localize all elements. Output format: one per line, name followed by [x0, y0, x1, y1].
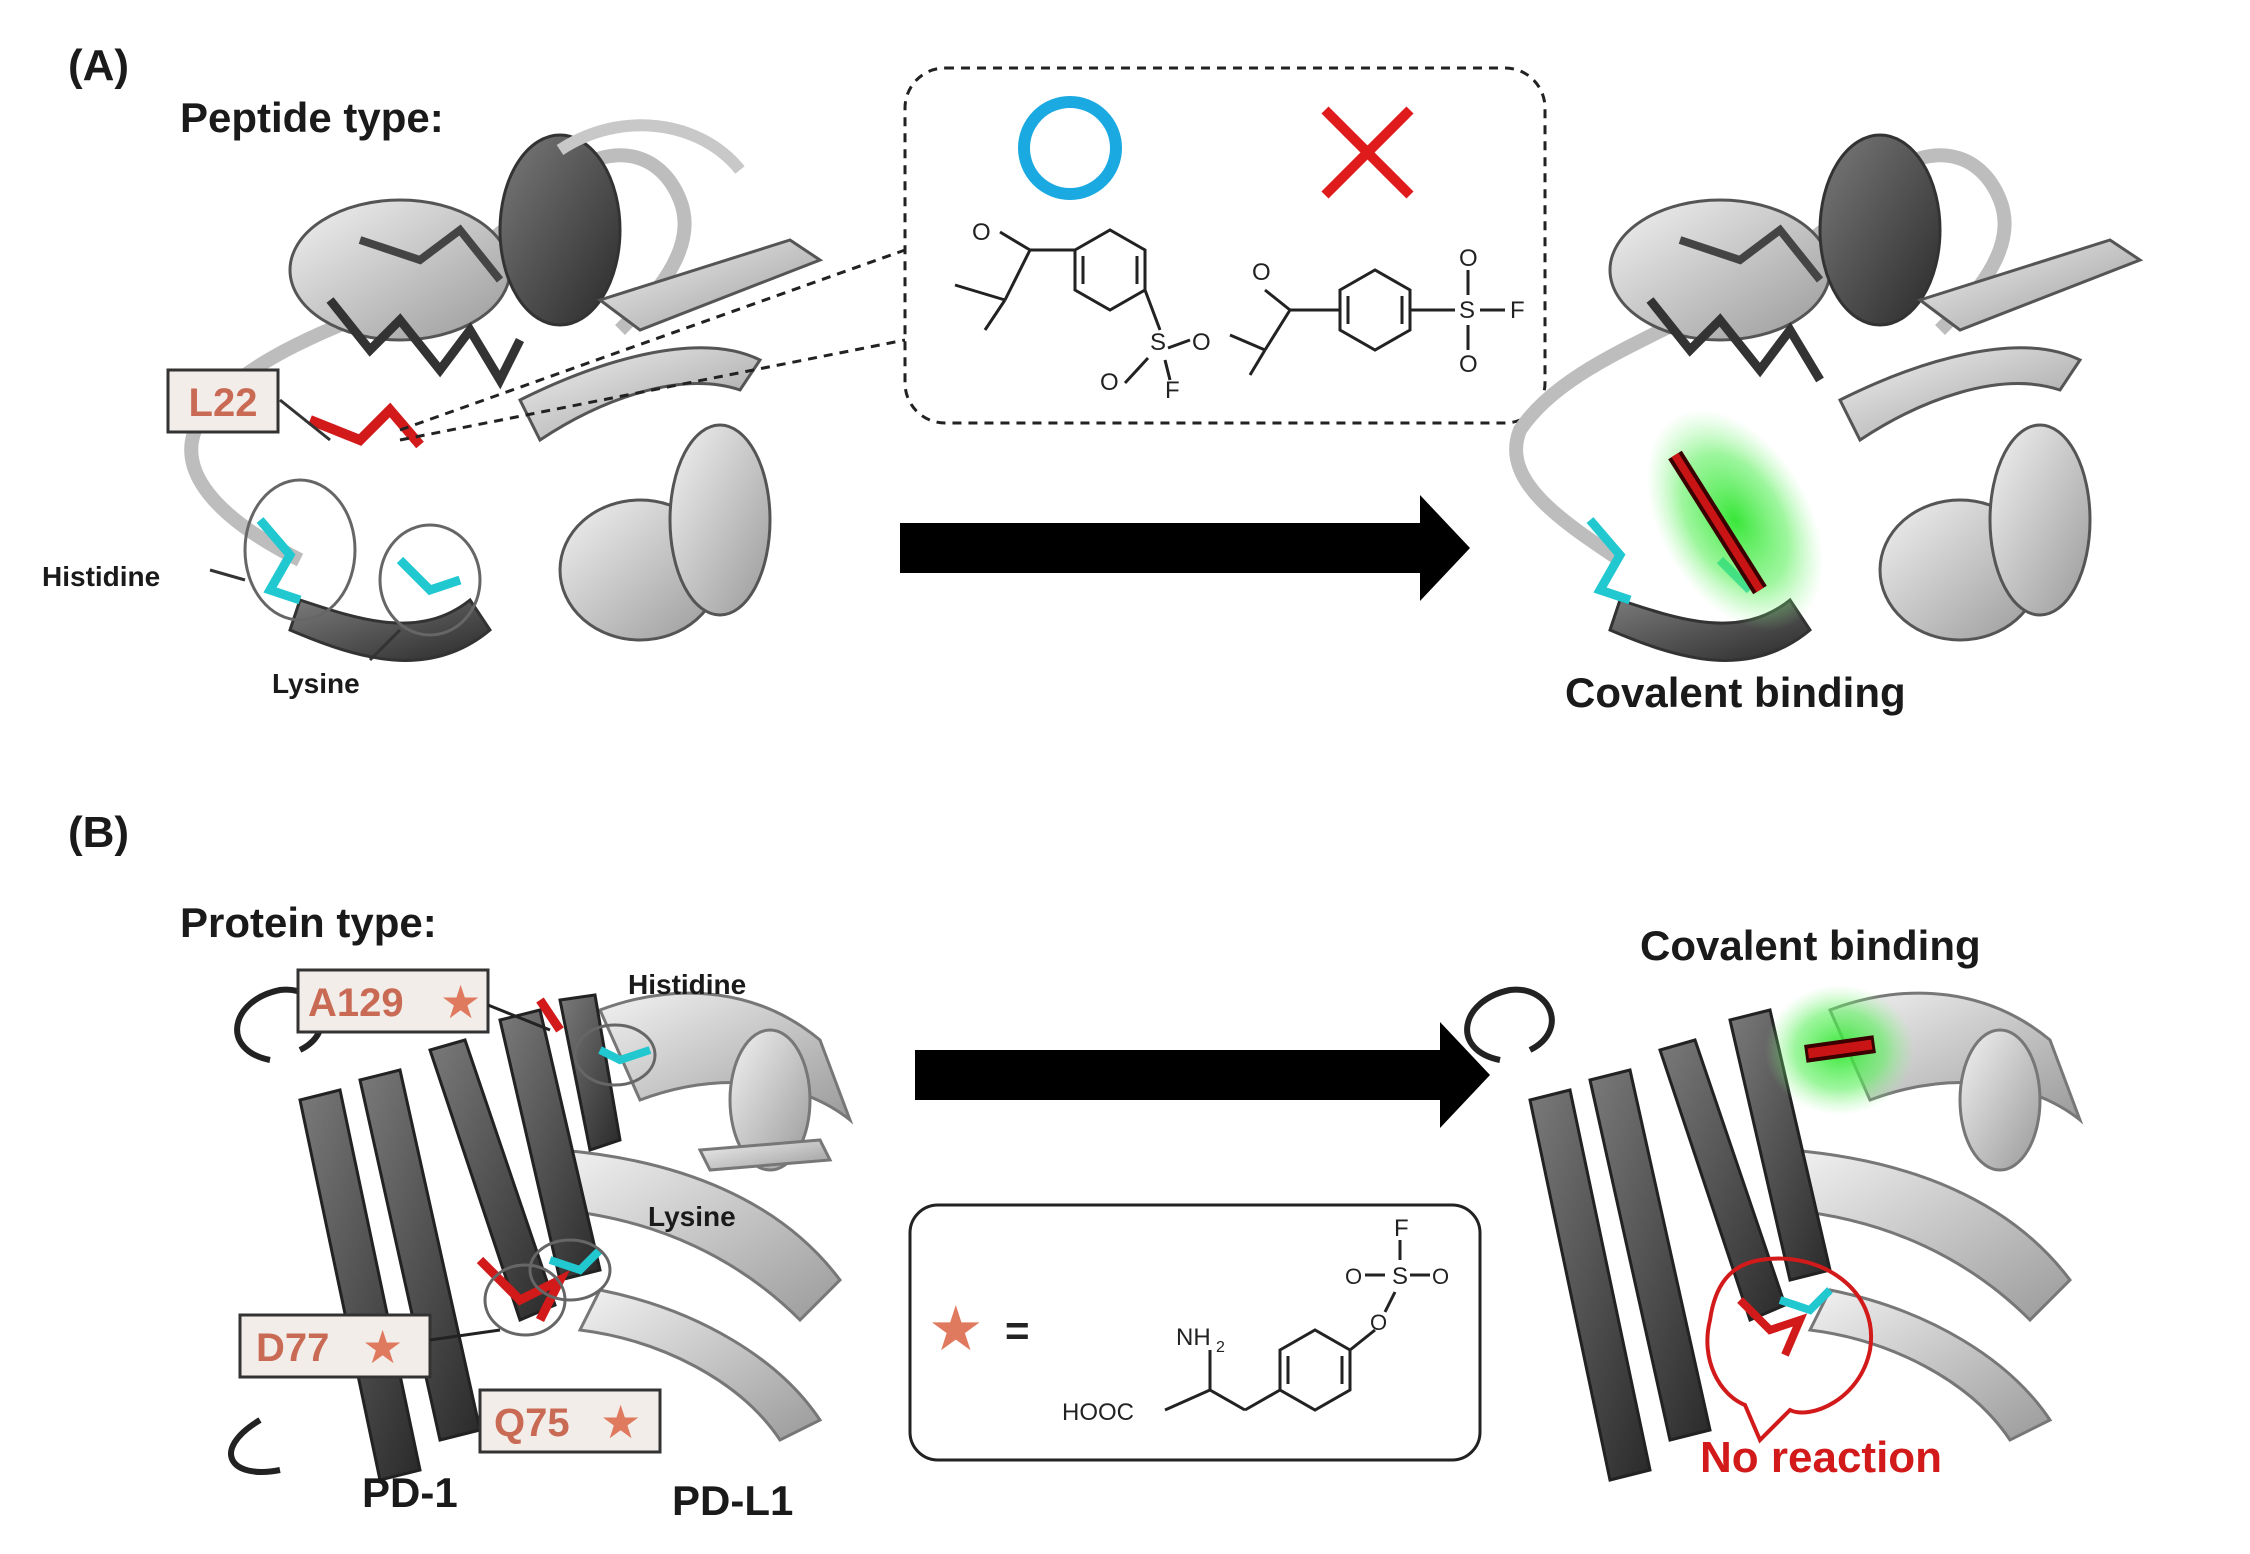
- residue-label-d77: D77: [256, 1326, 329, 1370]
- chem-ok-o2: O: [1100, 369, 1119, 396]
- histidine-label-b: Histidine: [628, 969, 746, 1000]
- reaction-arrow-a: [900, 495, 1470, 601]
- legend-s: S: [1392, 1263, 1408, 1290]
- chemistry-callout-box: [903, 66, 1547, 425]
- chem-ok-o3: O: [1192, 329, 1211, 356]
- legend-o-left: O: [1345, 1264, 1362, 1289]
- pd1-pdl1-complex-right: [1464, 985, 2084, 1482]
- legend-o-right: O: [1432, 1264, 1449, 1289]
- pointer-a129: [487, 1003, 551, 1032]
- legend-nh2: NH: [1176, 1324, 1211, 1351]
- residue-box-a129: [296, 968, 490, 1034]
- peptide-protein-right: [1509, 133, 2144, 662]
- lysine-label-b: Lysine: [648, 1201, 736, 1232]
- residue-label-a129: A129: [308, 981, 404, 1025]
- panel-a-title: Peptide type:: [180, 94, 444, 141]
- star-icon: ★: [928, 1295, 984, 1364]
- legend-o-link: O: [1370, 1310, 1387, 1335]
- chem-ng-o2: O: [1459, 245, 1478, 272]
- chem-ng-s: S: [1459, 297, 1475, 324]
- residue-box-l22: [166, 368, 280, 434]
- histidine-label-a: Histidine: [42, 561, 160, 592]
- chem-ng-o: O: [1252, 259, 1271, 286]
- star-icon: ★: [362, 1321, 403, 1373]
- meta-sulfonyl-fluoride-structure: [954, 228, 1162, 331]
- pointer-d77: [429, 1328, 501, 1342]
- pd1-pdl1-complex-left: [228, 986, 854, 1482]
- star-icon: ★: [600, 1396, 641, 1448]
- reaction-arrow-b: [915, 1022, 1490, 1128]
- para-sulfonyl-fluoride-structure: [1229, 268, 1505, 376]
- callout-line-lower: [399, 338, 906, 442]
- legend-f: F: [1394, 1215, 1409, 1242]
- fluorosulfate-tyrosine-structure: [1164, 1240, 1430, 1412]
- legend-hooc: HOOC: [1062, 1399, 1134, 1426]
- panel-a-letter: (A): [68, 41, 129, 90]
- panel-b-letter: (B): [68, 808, 129, 857]
- result-label-b: Covalent binding: [1640, 922, 1981, 969]
- covalent-glow-a: [1646, 409, 1824, 631]
- residue-label-q75: Q75: [494, 1401, 570, 1445]
- lysine-label-a: Lysine: [272, 668, 360, 699]
- peptide-protein-left: [184, 119, 824, 662]
- result-label-a: Covalent binding: [1565, 669, 1906, 716]
- chem-ok-o: O: [972, 219, 991, 246]
- ng-cross-icon: [1321, 106, 1414, 199]
- ok-circle-icon: [1018, 96, 1122, 200]
- residue-box-q75: [478, 1388, 662, 1454]
- meta-so2f-bonds: [1123, 338, 1191, 385]
- star-icon: ★: [440, 976, 481, 1028]
- residue-box-d77: [238, 1313, 432, 1379]
- panel-b-title: Protein type:: [180, 899, 437, 946]
- residue-label-l22: L22: [189, 381, 258, 425]
- pdl1-label: PD-L1: [672, 1477, 793, 1524]
- pd1-label: PD-1: [362, 1469, 458, 1516]
- legend-nh2-sub: 2: [1216, 1339, 1225, 1356]
- chem-ok-f: F: [1165, 377, 1180, 404]
- legend-equals: =: [1005, 1307, 1030, 1354]
- chem-ng-f: F: [1510, 297, 1525, 324]
- chem-ng-o3: O: [1459, 351, 1478, 378]
- no-reaction-label: No reaction: [1700, 1433, 1942, 1482]
- no-reaction-circle: [1705, 1256, 1874, 1444]
- chem-ok-s: S: [1150, 329, 1166, 356]
